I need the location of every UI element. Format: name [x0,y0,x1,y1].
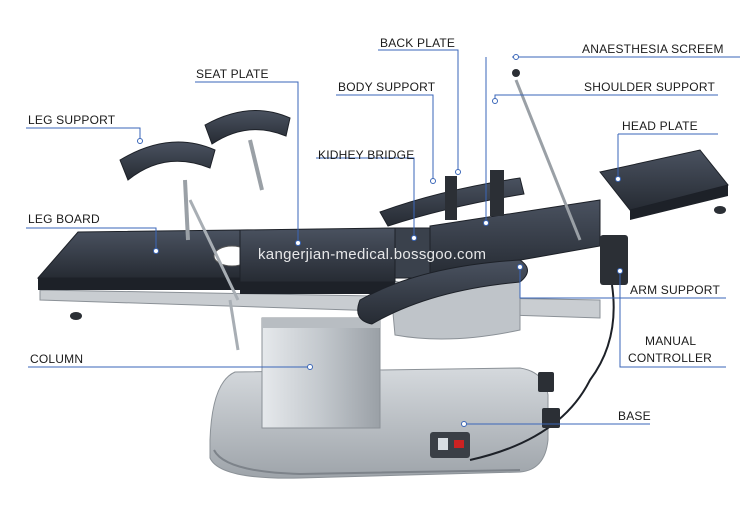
label-arm-support: ARM SUPPORT [630,283,720,297]
label-leg-support: LEG SUPPORT [28,113,116,127]
label-body-support: BODY SUPPORT [338,80,436,94]
label-back-plate: BACK PLATE [380,36,456,50]
leg-support-shapes [119,109,291,351]
label-manual-controller-line2: CONTROLLER [628,351,713,365]
label-seat-plate: SEAT PLATE [196,67,269,81]
label-manual-controller-line1: MANUAL [645,334,697,348]
anaesthesia-pole [514,79,582,241]
label-column: COLUMN [30,352,84,366]
label-leg-board: LEG BOARD [28,212,100,226]
leader-lines [26,49,740,425]
label-kidney-bridge: KIDHEY BRIDGE [318,148,415,162]
leader-dots [137,54,623,427]
label-head-plate: HEAD PLATE [622,119,698,133]
label-shoulder-support: SHOULDER SUPPORT [584,80,716,94]
label-anaesthesia-screen: ANAESTHESIA SCREEM [582,42,724,56]
column-shape [261,317,381,429]
table-pads [36,149,729,294]
watermark-text: kangerjian-medical.bossgoo.com [258,246,487,263]
support-shapes [357,170,628,325]
label-base: BASE [618,409,651,423]
